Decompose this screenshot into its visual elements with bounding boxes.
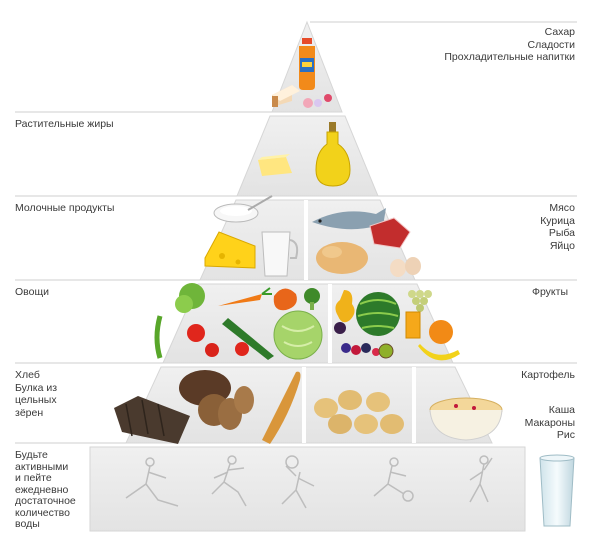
label-line: Прохладительные напитки — [444, 51, 575, 63]
baguette-icon — [262, 371, 301, 444]
label-potatoes: Картофель — [521, 369, 575, 382]
label-vegetables: Овощи — [15, 286, 49, 299]
label-line: Хлеб — [15, 369, 40, 381]
cheese-icon — [204, 231, 256, 269]
pepper-icon — [273, 288, 297, 311]
label-line: Будьте — [15, 449, 48, 461]
milk-jug-icon — [261, 231, 299, 277]
label-line: Фрукты — [531, 286, 568, 298]
label-line: и пейте — [15, 472, 52, 484]
tier-fats — [236, 115, 379, 197]
label-line: Растительные жиры — [15, 118, 114, 130]
cottage-cheese-icon — [213, 195, 273, 223]
label-line: достаточное — [15, 495, 76, 507]
meat-icon — [369, 217, 411, 249]
watermelon-icon — [356, 292, 400, 336]
berries-icon — [341, 343, 380, 356]
label-line: Сладости — [527, 38, 575, 51]
tomato-icon — [187, 324, 249, 357]
label-line: Мясо — [549, 202, 575, 214]
label-line: воды — [15, 518, 40, 530]
lettuce-icon — [175, 283, 205, 313]
label-line: Овощи — [15, 286, 49, 298]
kiwi-icon — [378, 343, 394, 359]
orange-icon — [429, 320, 453, 344]
label-line: количество — [15, 506, 70, 519]
cucumber-icon — [222, 318, 274, 360]
label-dairy: Молочные продукты — [15, 202, 114, 215]
label-line: ежедневно — [15, 483, 69, 496]
oil-bottle-icon — [315, 122, 351, 187]
label-line: Курица — [540, 214, 575, 227]
butter-icon — [253, 154, 299, 184]
label-line: Молочные продукты — [15, 202, 115, 214]
carrot-icon — [218, 287, 272, 306]
juice-glass-icon — [405, 311, 421, 339]
tier-base — [89, 446, 526, 532]
banana-icon — [418, 344, 460, 361]
rye-bread-icon — [114, 396, 190, 444]
label-line: Макароны — [524, 416, 575, 429]
porridge-bowl-icon — [429, 397, 503, 441]
grapes-icon — [408, 290, 432, 312]
plum-icon — [334, 322, 346, 334]
tennis-figure-icon — [281, 455, 315, 509]
runner-figure-icon — [211, 455, 247, 507]
skater-figure-icon — [125, 457, 179, 507]
broccoli-icon — [304, 288, 320, 310]
soda-bottle-icon — [299, 38, 315, 90]
label-line: цельных — [15, 394, 57, 406]
label-fats: Растительные жиры — [15, 118, 114, 131]
egg-icon — [390, 257, 421, 277]
dancer-figure-icon — [469, 455, 493, 503]
label-sweets: Сахар Сладости Прохладительные напитки — [444, 26, 575, 64]
label-line: Рыба — [548, 227, 575, 239]
potatoes-icon — [314, 390, 404, 434]
fish-icon — [312, 208, 388, 230]
label-activity: Будьте активными и пейте ежедневно доста… — [15, 449, 76, 531]
pea-pod-icon — [154, 315, 163, 359]
label-line: Рис — [556, 429, 575, 441]
label-bread: Хлеб Булка из цельных зёрен — [15, 369, 57, 419]
label-cereals: Каша Макароны Рис — [525, 404, 575, 442]
label-line: активными — [15, 460, 69, 473]
label-line: Сахар — [544, 26, 575, 38]
cake-icon — [272, 85, 300, 107]
water-glass-icon — [539, 454, 575, 527]
label-line: Булка из — [15, 381, 58, 394]
label-protein: Мясо Курица Рыба Яйцо — [540, 202, 575, 252]
label-line: Каша — [548, 404, 575, 416]
label-line: Яйцо — [549, 239, 575, 252]
label-line: Картофель — [521, 369, 575, 381]
candy-icon — [303, 94, 332, 108]
label-fruits: Фрукты — [532, 286, 568, 299]
cabbage-icon — [273, 310, 323, 360]
brown-loaf-icon — [179, 370, 254, 430]
pear-icon — [335, 290, 355, 323]
chicken-icon — [316, 242, 368, 274]
footballer-figure-icon — [373, 457, 414, 502]
label-line: зёрен — [15, 406, 44, 419]
